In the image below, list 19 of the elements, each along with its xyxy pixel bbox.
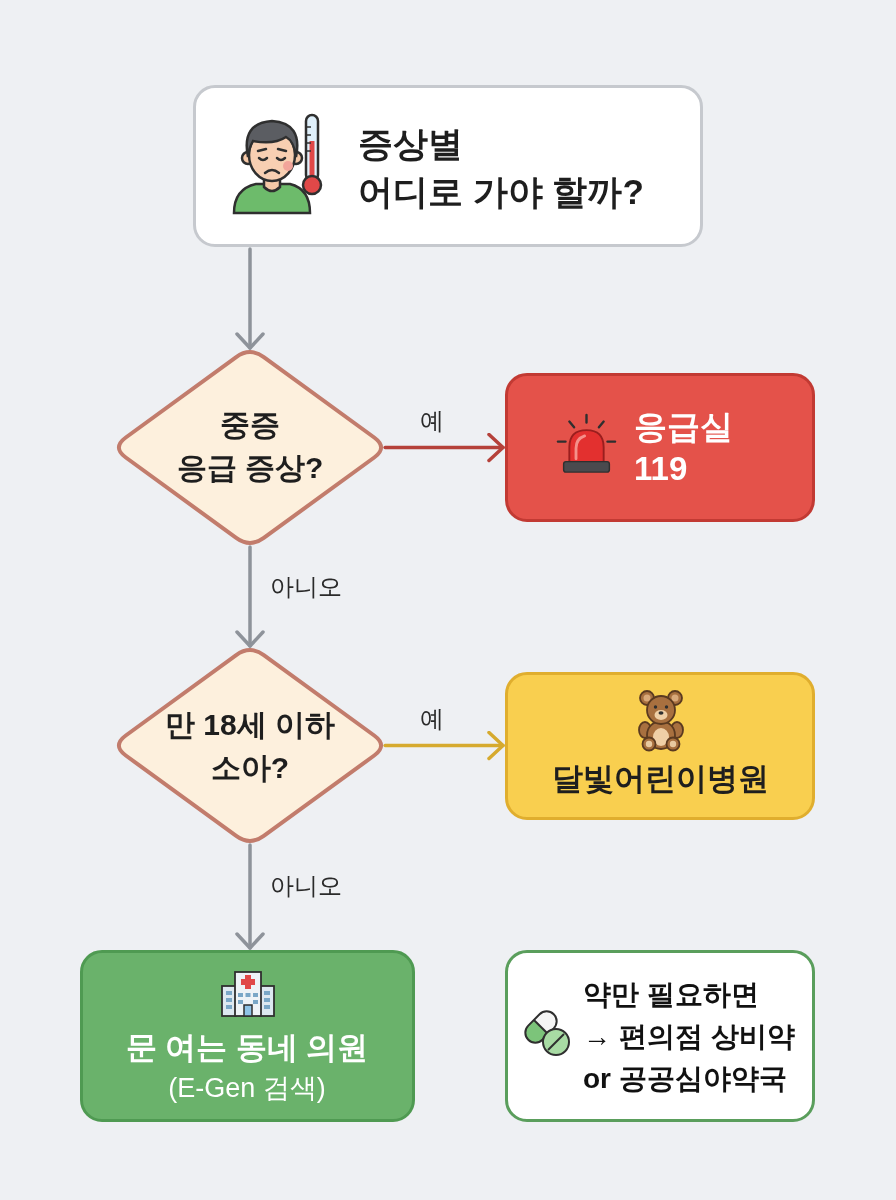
advice-text: 약만 필요하면 → 편의점 상비약 or 공공심야약국 [583, 978, 795, 1096]
arrow [235, 247, 265, 350]
result-box [505, 672, 815, 820]
question-text: 중증 응급 증상? [176, 407, 324, 486]
arrow [235, 545, 265, 648]
result-box [80, 950, 415, 1122]
arrow [235, 843, 265, 950]
arrow [383, 730, 505, 761]
place-name: 달빛어린이병원 [551, 759, 769, 797]
phone-number: 119 [634, 449, 688, 489]
title-card [193, 85, 703, 247]
result-box [505, 950, 815, 1122]
result-box [505, 373, 815, 522]
place-name: 문 여는 동네 의원 [125, 1028, 369, 1066]
search-note: (E-Gen 검색) [168, 1072, 326, 1104]
question-text: 만 18세 이하 소아? [165, 707, 335, 786]
title-text: 증상별 어디로 가야 할까? [358, 123, 644, 213]
place-name: 응급실 [634, 407, 733, 447]
arrow [383, 432, 505, 463]
